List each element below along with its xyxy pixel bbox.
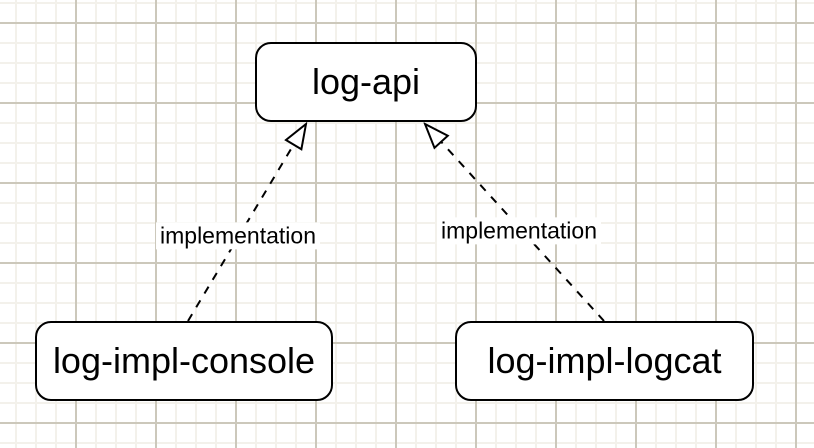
edge-label-implementation-right[interactable]: implementation [437,217,601,245]
node-log-impl-logcat[interactable]: log-impl-logcat [455,321,754,401]
node-label: log-api [311,61,421,102]
node-log-api[interactable]: log-api [255,42,477,122]
node-log-impl-console[interactable]: log-impl-console [35,321,333,401]
edge-label-implementation-left[interactable]: implementation [156,222,320,250]
node-label: log-impl-logcat [487,340,722,381]
node-label: log-impl-console [52,340,316,381]
